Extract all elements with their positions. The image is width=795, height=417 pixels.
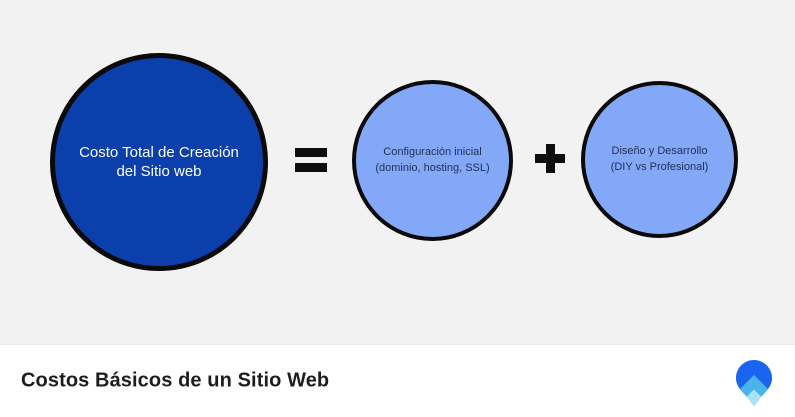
design-cost-circle: Diseño y Desarrollo (DIY vs Profesional)	[581, 81, 738, 238]
setup-cost-circle: Configuración inicial (dominio, hosting,…	[352, 80, 513, 241]
total-cost-label: Costo Total de Creación del Sitio web	[65, 143, 253, 181]
equals-sign	[295, 148, 327, 172]
plus-sign	[535, 144, 565, 173]
total-cost-line1: Costo Total de Creación	[79, 144, 239, 161]
footer-title: Costos Básicos de un Sitio Web	[21, 369, 330, 392]
pin-brand-logo-icon	[736, 360, 772, 406]
footer-bar: Costos Básicos de un Sitio Web	[0, 344, 795, 417]
total-cost-circle: Costo Total de Creación del Sitio web	[50, 53, 268, 271]
setup-cost-line2: (dominio, hosting, SSL)	[375, 161, 490, 174]
logo-chevron	[736, 375, 772, 406]
design-cost-label: Diseño y Desarrollo (DIY vs Profesional)	[597, 144, 723, 175]
setup-cost-label: Configuración inicial (dominio, hosting,…	[361, 145, 503, 176]
total-cost-line2: del Sitio web	[116, 163, 202, 180]
design-cost-line1: Diseño y Desarrollo	[611, 145, 708, 157]
setup-cost-line1: Configuración inicial	[383, 146, 482, 158]
equals-bottom-bar	[295, 163, 327, 172]
equals-top-bar	[295, 148, 327, 157]
design-cost-line2: (DIY vs Profesional)	[610, 160, 709, 173]
plus-vertical-bar	[545, 144, 555, 173]
